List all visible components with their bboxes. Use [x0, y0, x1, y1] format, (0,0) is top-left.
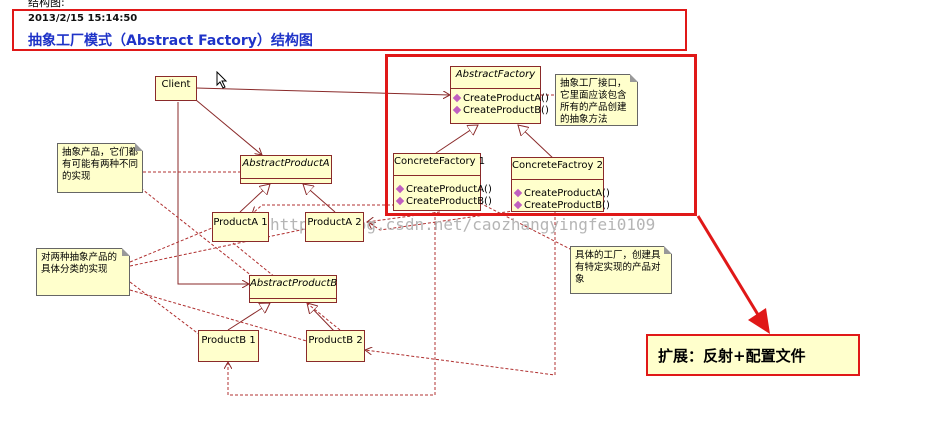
af-create-product-b-op: CreateProductB(): [452, 105, 549, 117]
class-product-b2: ProductB 2: [306, 330, 365, 362]
client-to-abstract-product-a-line: [195, 99, 262, 155]
class-product-b2-name: ProductB 2: [308, 335, 363, 346]
b2-inherits-apb-line: [307, 303, 336, 333]
class-abstract-factory: AbstractFactory CreateProductA() CreateP…: [450, 66, 549, 124]
class-abstract-product-b-name: AbstractProductB: [250, 278, 338, 289]
cf1-creates-b1-dep: [228, 212, 436, 396]
extension-label: 扩展：反射+配置文件: [646, 334, 860, 376]
cf2-creates-b2-dep: [365, 212, 556, 376]
diagram-title: 抽象工厂模式（Abstract Factory）结构图: [28, 33, 313, 49]
af-create-product-a-op: CreateProductA(): [452, 93, 549, 105]
class-concrete-factory-2-name: ConcreteFactroy 2: [512, 160, 603, 171]
note-concrete-products-anchor-a2: [129, 227, 311, 267]
note-concrete-products-anchor-b2: [129, 289, 311, 343]
cf1-creates-a1-dep: [252, 204, 395, 214]
class-abstract-product-a-name: AbstractProductA: [242, 158, 330, 169]
class-product-a2: ProductA 2: [305, 212, 364, 242]
b1-inherits-apb-line: [227, 303, 270, 331]
class-concrete-factory-1-name: ConcreteFactory 1: [394, 156, 486, 167]
cf1-create-product-a-op: CreateProductA(): [395, 184, 492, 196]
class-client: Client: [155, 76, 197, 101]
class-abstract-product-b: AbstractProductB: [249, 275, 337, 303]
class-abstract-product-a: AbstractProductA: [240, 155, 332, 184]
top-fragment-text: 结构图:: [28, 0, 65, 9]
note-concrete-factory-anchor: [479, 202, 573, 251]
class-product-a2-name: ProductA 2: [307, 217, 362, 228]
client-to-abstract-factory-line: [195, 87, 450, 95]
class-product-a1-name: ProductA 1: [213, 217, 268, 228]
watermark-url: http://blog.csdn.net/caozhangyingfei0109: [270, 215, 656, 234]
cf1-inherits-af-line: [435, 125, 478, 154]
client-to-abstract-product-b-line: [177, 102, 249, 284]
note-concrete-factory: 具体的工厂，创建具有特定实现的产品对象: [570, 246, 672, 294]
note-abstract-products: 抽象产品，它们都有可能有两种不同的实现: [57, 143, 143, 193]
cf1-create-product-b-op: CreateProductB(): [395, 196, 492, 208]
class-abstract-factory-name: AbstractFactory: [455, 69, 536, 80]
note-factory-interface: 抽象工厂接口，它里面应该包含所有的产品创建的抽象方法: [555, 74, 638, 126]
cf2-create-product-b-op: CreateProductB(): [513, 200, 610, 212]
cf2-create-product-a-op: CreateProductA(): [513, 188, 610, 200]
note-abstract-products-anchor-b: [132, 181, 263, 285]
note-concrete-products: 对两种抽象产品的具体分类的实现: [36, 248, 130, 296]
class-concrete-factory-1: ConcreteFactory 1 CreateProductA() Creat…: [393, 153, 492, 211]
class-product-b1: ProductB 1: [198, 330, 259, 362]
header-frame: [12, 9, 687, 51]
cf2-inherits-af-line: [518, 125, 556, 161]
a2-inherits-apa-line: [303, 184, 336, 213]
class-concrete-factory-2: ConcreteFactroy 2 CreateProductA() Creat…: [511, 157, 610, 212]
header-date: 2013/2/15 15:14:50: [28, 13, 138, 24]
mouse-cursor-icon: [216, 71, 228, 89]
factory-highlight-frame: [385, 54, 697, 216]
class-client-name: Client: [161, 79, 191, 90]
a-to-b-dep: [232, 242, 341, 331]
class-product-a1: ProductA 1: [212, 212, 269, 242]
class-product-b1-name: ProductB 1: [201, 335, 256, 346]
a1-inherits-apa-line: [239, 184, 270, 213]
